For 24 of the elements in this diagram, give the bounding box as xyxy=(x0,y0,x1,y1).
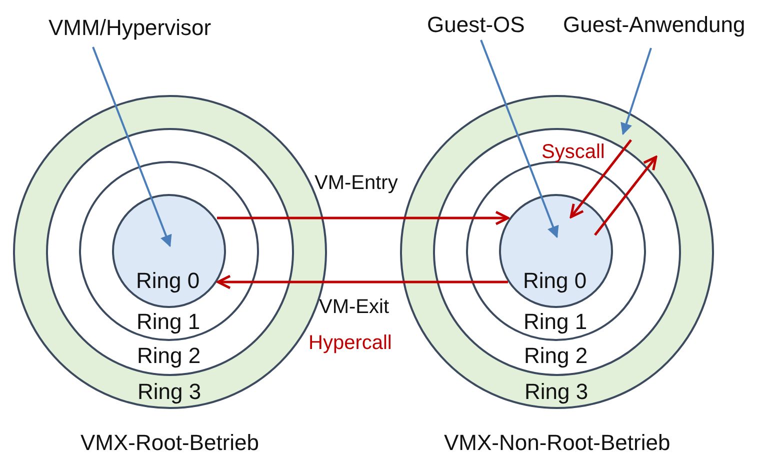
ring-label: Ring 0 xyxy=(523,268,587,294)
ring-label: Ring 1 xyxy=(524,308,588,334)
arrow xyxy=(620,48,652,136)
ring-label: Ring 3 xyxy=(138,378,202,404)
ring-label: Ring 3 xyxy=(524,378,588,404)
arrow xyxy=(92,46,172,248)
mode-label: VMX-Root-Betrieb xyxy=(80,430,260,456)
ring-label: Ring 1 xyxy=(136,308,200,334)
ring-label: Ring 0 xyxy=(136,268,200,294)
callout-label: Guest-OS xyxy=(427,12,525,38)
arrow xyxy=(480,40,559,238)
note-label: Hypercall xyxy=(308,331,393,355)
arrow xyxy=(570,139,632,218)
edge-label: VM-Exit xyxy=(318,295,390,319)
edge-label: Syscall xyxy=(540,140,606,164)
callout-label: Guest-Anwendung xyxy=(563,12,746,38)
arrow xyxy=(216,274,508,290)
ring-label: Ring 2 xyxy=(524,343,588,369)
ring-label: Ring 2 xyxy=(137,343,201,369)
mode-label: VMX-Non-Root-Betrieb xyxy=(444,430,670,456)
callout-label: VMM/Hypervisor xyxy=(48,15,212,41)
arrow xyxy=(217,210,510,226)
arrow xyxy=(594,156,658,236)
edge-label: VM-Entry xyxy=(314,171,399,195)
